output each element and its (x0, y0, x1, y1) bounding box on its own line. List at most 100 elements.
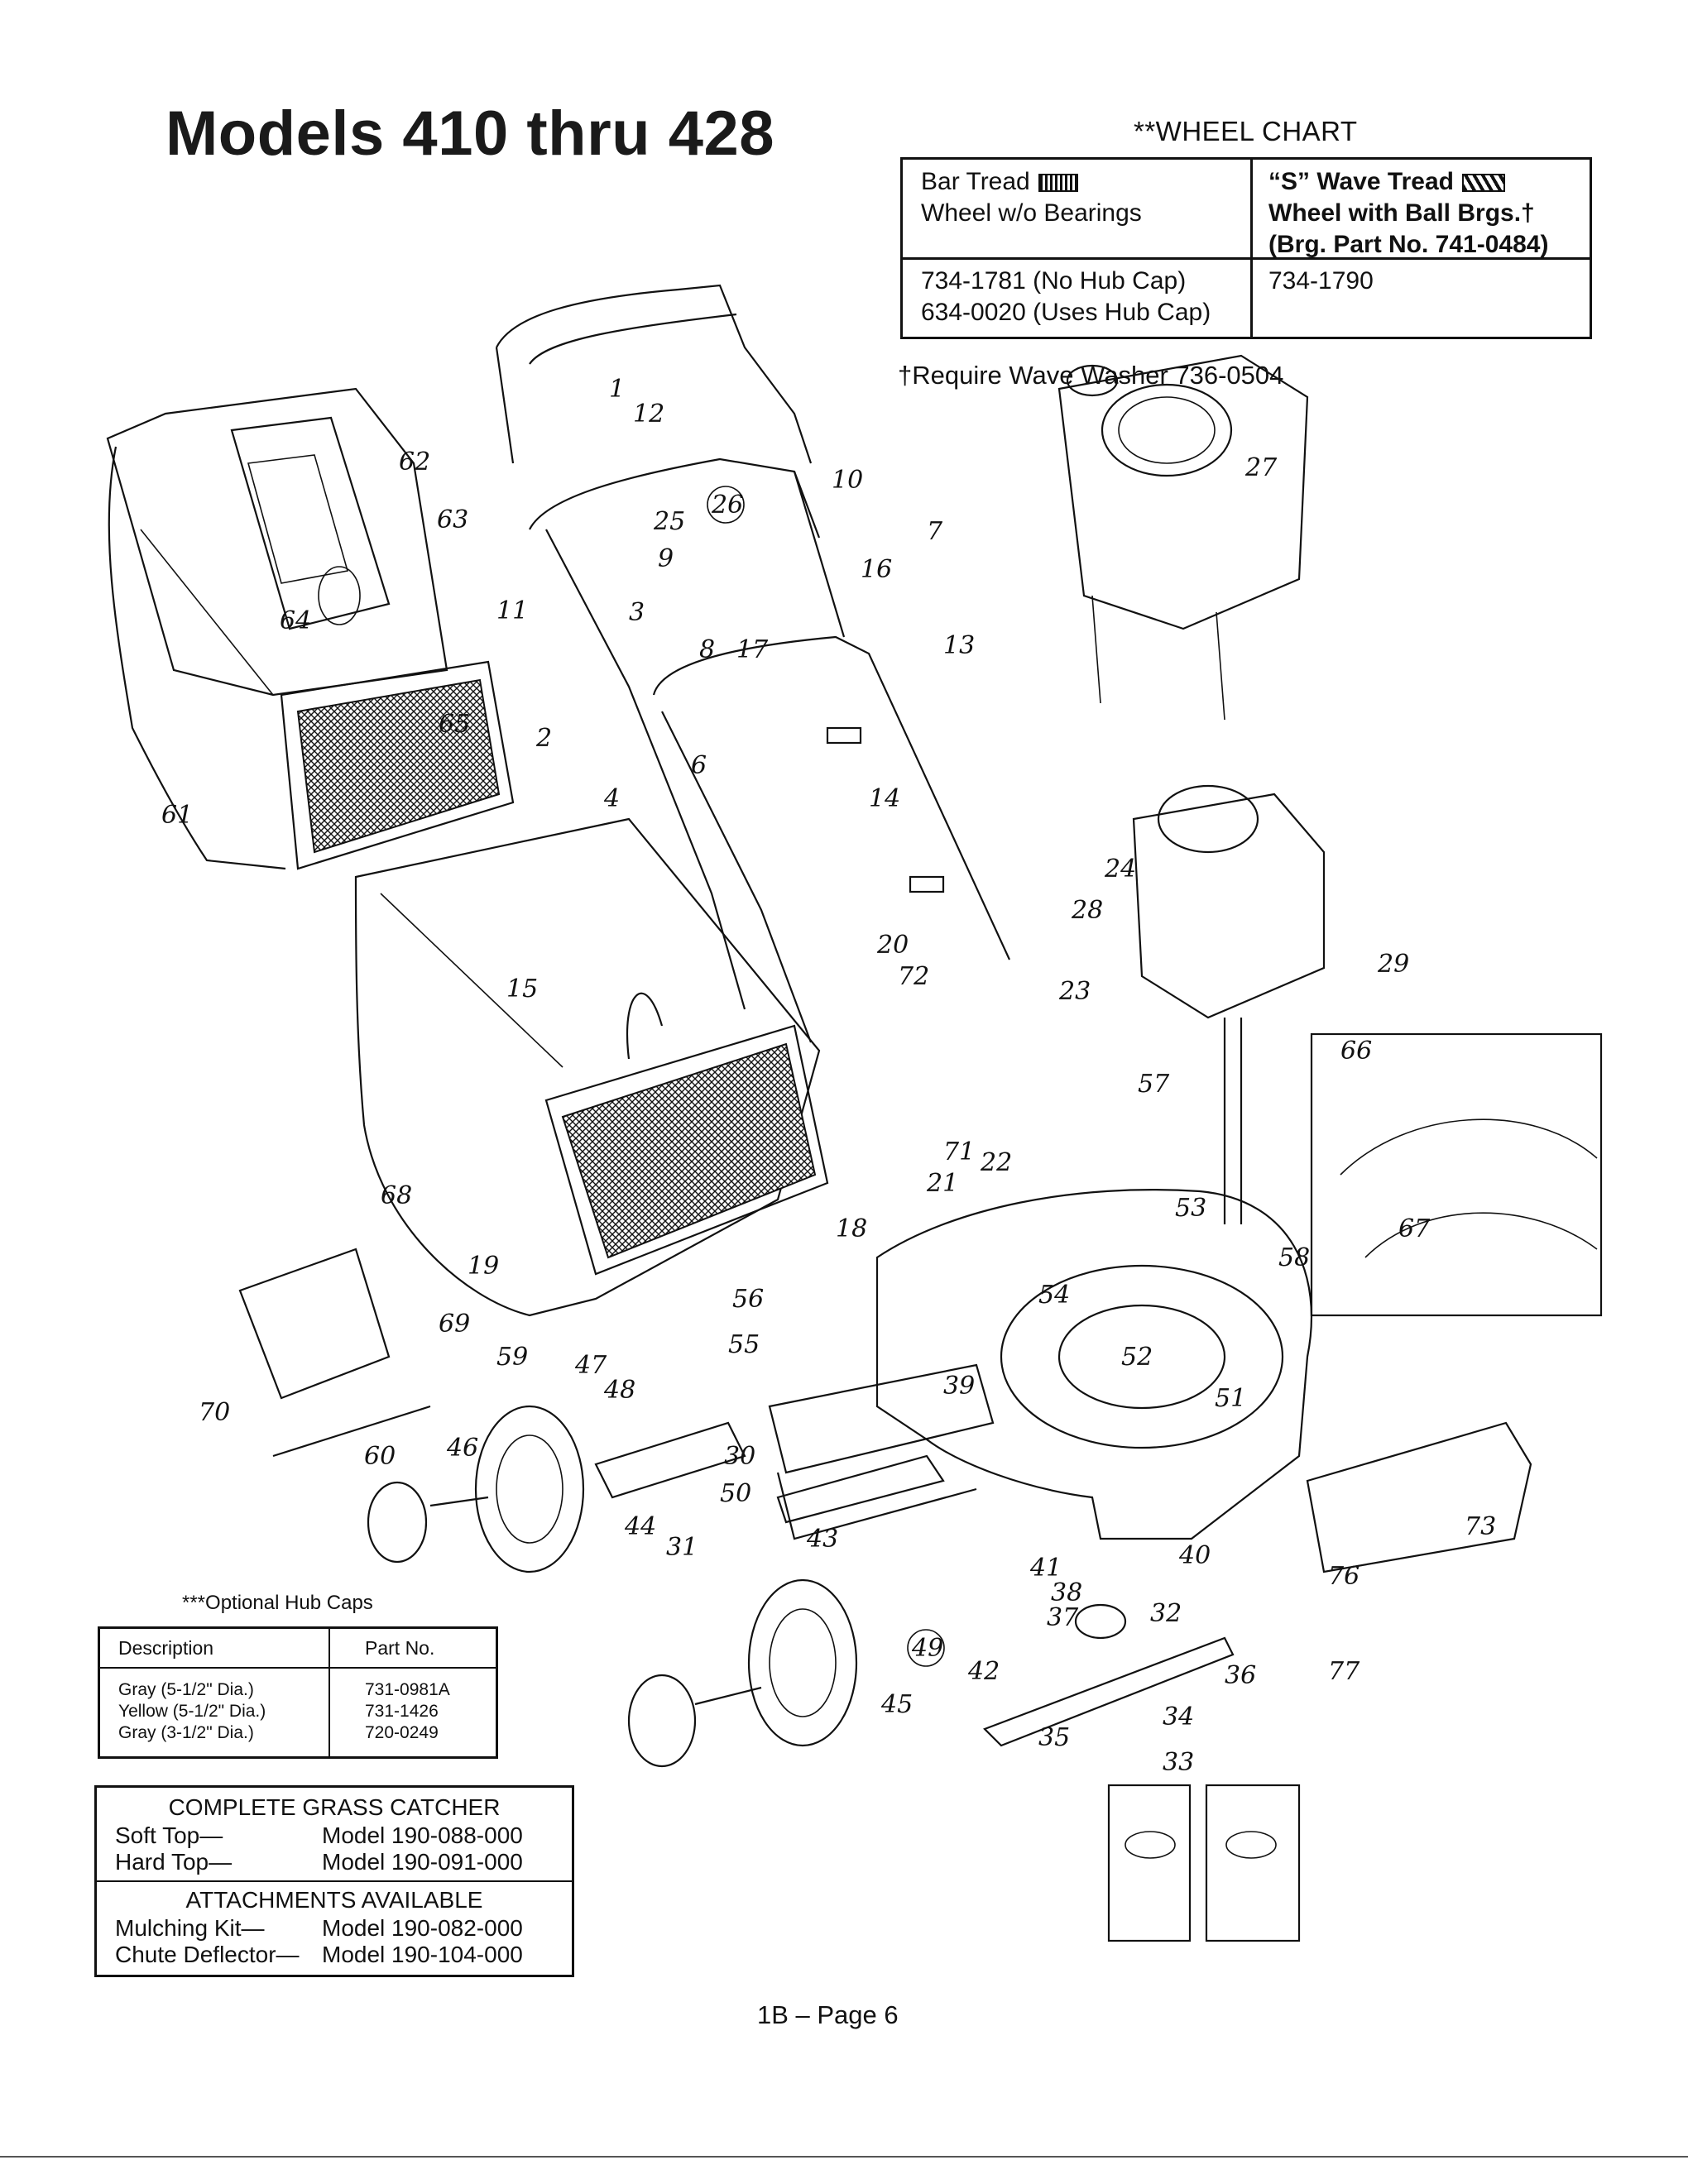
part-label-14: 14 (869, 784, 900, 813)
hub-cap-row-2-desc: Yellow (5-1/2" Dia.) (118, 1702, 266, 1721)
part-label-18: 18 (836, 1214, 867, 1243)
hard-top-grass-catcher (106, 387, 515, 870)
grass-catcher-title: COMPLETE GRASS CATCHER (168, 1794, 501, 1820)
mulching-kit-label: Mulching Kit— (115, 1915, 265, 1941)
part-label-67: 67 (1398, 1214, 1431, 1243)
mower-handle-assembly (495, 284, 1010, 1043)
part-label-49: 49 (911, 1634, 943, 1663)
part-label-64: 64 (280, 606, 311, 635)
soft-grass-catcher-bag (354, 817, 829, 1317)
wave-tread-icon (1461, 174, 1505, 193)
part-label-40: 40 (1178, 1541, 1211, 1570)
rear-baffle-rod (776, 1454, 945, 1524)
bar-tread-part-2: 634-0020 (Uses Hub Cap) (921, 299, 1211, 326)
inset-mulch-baffle (1310, 1032, 1603, 1317)
part-label-53: 53 (1175, 1194, 1206, 1223)
part-label-24: 24 (1104, 855, 1136, 884)
part-label-27: 27 (1244, 453, 1278, 482)
part-label-57: 57 (1138, 1070, 1170, 1099)
part-label-63: 63 (437, 505, 468, 534)
part-label-15: 15 (506, 975, 538, 1003)
page-title: Models 410 thru 428 (165, 98, 774, 169)
part-label-62: 62 (399, 448, 430, 477)
part-label-39: 39 (943, 1372, 975, 1401)
part-label-25: 25 (653, 507, 685, 536)
inset-blade-adapter-a (1107, 1784, 1192, 1942)
part-label-48: 48 (603, 1376, 635, 1405)
part-label-47: 47 (574, 1351, 607, 1380)
part-label-44: 44 (624, 1512, 656, 1541)
part-label-6: 6 (691, 751, 707, 780)
part-label-13: 13 (943, 631, 975, 660)
part-label-69: 69 (439, 1310, 470, 1339)
part-label-38: 38 (1051, 1578, 1082, 1607)
part-label-41: 41 (1029, 1554, 1062, 1583)
part-label-31: 31 (666, 1533, 698, 1562)
part-label-23: 23 (1058, 977, 1091, 1006)
part-label-72: 72 (898, 962, 929, 991)
bearing-part-number: (Brg. Part No. 741-0484) (1268, 231, 1549, 258)
chute-deflector-label: Chute Deflector— (115, 1942, 300, 1967)
part-label-33: 33 (1163, 1748, 1194, 1777)
mower-blade (983, 1603, 1235, 1747)
part-label-46: 46 (446, 1434, 478, 1463)
part-label-17: 17 (736, 635, 769, 664)
part-label-58: 58 (1278, 1243, 1310, 1272)
wave-washer-note: †Require Wave Washer 736-0504 (898, 361, 1284, 390)
soft-top-label: Soft Top— (115, 1822, 223, 1848)
page-number: 1B – Page 6 (757, 2000, 899, 2029)
wave-tread-sub: Wheel with Ball Brgs.† (1268, 199, 1535, 227)
part-label-76: 76 (1328, 1562, 1360, 1591)
part-label-73: 73 (1465, 1512, 1496, 1541)
part-label-50: 50 (720, 1479, 751, 1508)
hub-caps-title: ***Optional Hub Caps (182, 1592, 373, 1614)
chute-deflector-model: Model 190-104-000 (322, 1942, 523, 1967)
front-wheel-assembly (627, 1578, 858, 1768)
part-label-59: 59 (496, 1343, 528, 1372)
part-label-16: 16 (861, 555, 892, 584)
hub-caps-header-description: Description (118, 1637, 214, 1659)
callout-circle-26 (707, 486, 745, 524)
part-label-42: 42 (967, 1657, 1000, 1686)
hard-top-label: Hard Top— (115, 1849, 233, 1875)
part-label-19: 19 (468, 1252, 499, 1281)
part-label-22: 22 (980, 1148, 1012, 1177)
part-label-56: 56 (732, 1285, 764, 1314)
part-label-9: 9 (658, 544, 674, 573)
part-label-7: 7 (927, 517, 943, 546)
part-label-29: 29 (1377, 950, 1409, 979)
part-label-21: 21 (926, 1169, 958, 1198)
part-label-35: 35 (1038, 1723, 1070, 1752)
side-chute-deflector (1306, 1421, 1532, 1573)
wave-tread-label: “S” Wave Tread (1268, 168, 1454, 195)
part-label-20: 20 (876, 931, 909, 960)
part-label-77: 77 (1328, 1657, 1360, 1686)
inset-blade-adapter-b (1205, 1784, 1301, 1942)
part-label-11: 11 (496, 596, 528, 625)
bar-tread-part-1: 734-1781 (No Hub Cap) (921, 267, 1187, 295)
part-label-45: 45 (880, 1690, 913, 1719)
part-label-37: 37 (1047, 1603, 1079, 1632)
wave-tread-header: “S” Wave Tread Wheel with Ball Brgs.† (B… (1268, 166, 1548, 261)
hub-cap-row-3-desc: Gray (3-1/2" Dia.) (118, 1723, 254, 1742)
hub-cap-row-3-part: 720-0249 (365, 1723, 439, 1742)
part-label-10: 10 (832, 466, 863, 495)
part-label-2: 2 (535, 724, 552, 753)
part-label-52: 52 (1121, 1343, 1153, 1372)
part-label-30: 30 (724, 1442, 755, 1471)
part-label-61: 61 (161, 801, 193, 830)
part-label-4: 4 (603, 784, 620, 813)
hub-cap-row-1-desc: Gray (5-1/2" Dia.) (118, 1680, 254, 1699)
soft-top-model: Model 190-088-000 (322, 1822, 523, 1848)
bar-tread-icon (1038, 174, 1078, 193)
bar-tread-header: Bar Tread Wheel w/o Bearings (921, 166, 1142, 229)
grass-catcher-attachments-box: COMPLETE GRASS CATCHER Soft Top— Model 1… (94, 1785, 574, 1977)
part-label-65: 65 (439, 710, 470, 739)
part-label-70: 70 (199, 1398, 230, 1427)
hub-caps-table: Description Part No. Gray (5-1/2" Dia.) … (98, 1626, 498, 1759)
part-label-36: 36 (1225, 1661, 1256, 1690)
engine-upper (1057, 354, 1309, 721)
axle-rod (272, 1405, 431, 1458)
bar-tread-parts: 734-1781 (No Hub Cap) 634-0020 (Uses Hub… (921, 266, 1211, 328)
